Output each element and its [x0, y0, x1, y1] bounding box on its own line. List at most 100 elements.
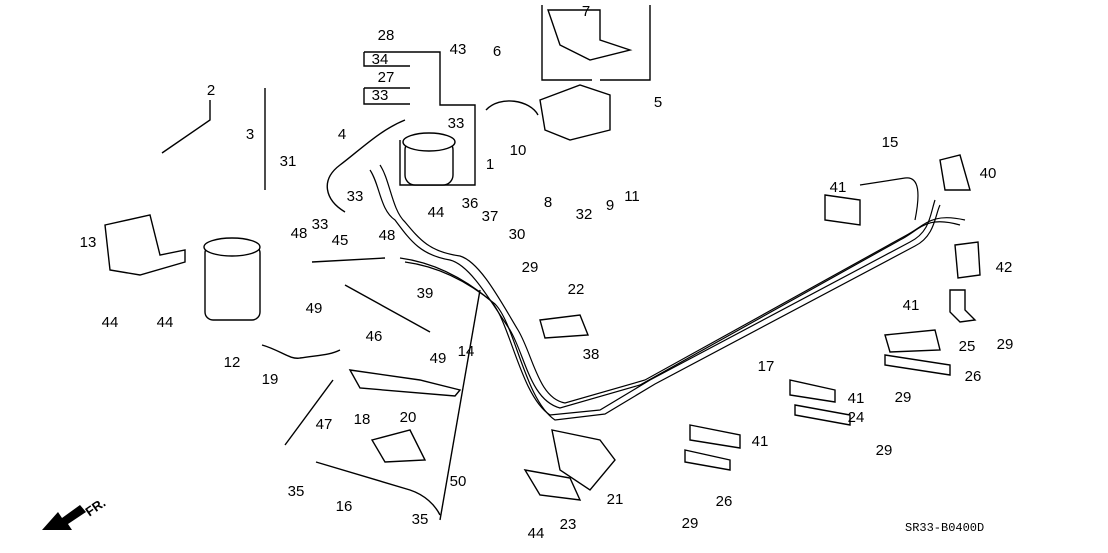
- clip-42: [954, 241, 981, 279]
- callout-37: 37: [482, 208, 499, 225]
- callout-25: 25: [959, 338, 976, 355]
- callout-29: 29: [522, 259, 539, 276]
- callout-48: 48: [379, 227, 396, 244]
- callout-26: 26: [716, 493, 733, 510]
- bracket-22: [539, 314, 590, 339]
- callout-19: 19: [262, 371, 279, 388]
- plate-26: [884, 354, 951, 376]
- callout-28: 28: [378, 27, 395, 44]
- clip-41d: [689, 424, 741, 449]
- bracket-5: [539, 84, 611, 141]
- callout-2: 2: [207, 82, 215, 99]
- callout-29: 29: [997, 336, 1014, 353]
- diagram-code: SR33-B0400D: [905, 521, 984, 535]
- callout-32: 32: [576, 206, 593, 223]
- bracket-18: [348, 369, 462, 397]
- bracket-lines: [541, 5, 651, 81]
- callout-3: 3: [246, 126, 254, 143]
- callout-46: 46: [366, 328, 383, 345]
- callout-20: 20: [400, 409, 417, 426]
- callout-43: 43: [450, 41, 467, 58]
- hose-19: [261, 344, 341, 359]
- leader-line: [439, 289, 481, 521]
- callout-44: 44: [428, 204, 445, 221]
- callout-45: 45: [332, 232, 349, 249]
- callout-38: 38: [583, 346, 600, 363]
- hose-46: [344, 284, 431, 333]
- callout-1: 1: [486, 156, 494, 173]
- front-arrow-icon: [42, 505, 86, 530]
- callout-35: 35: [412, 511, 429, 528]
- callout-24: 24: [848, 409, 865, 426]
- callout-48: 48: [291, 225, 308, 242]
- callout-15: 15: [882, 134, 899, 151]
- bracket-21: [551, 429, 616, 491]
- callout-44: 44: [102, 314, 119, 331]
- part-drawings: [42, 5, 981, 530]
- callout-33: 33: [372, 87, 389, 104]
- callout-9: 9: [606, 197, 614, 214]
- bracket-lines: [161, 88, 266, 190]
- callout-29: 29: [682, 515, 699, 532]
- callout-29: 29: [876, 442, 893, 459]
- callout-33: 33: [448, 115, 465, 132]
- callout-34: 34: [372, 51, 389, 68]
- callout-44: 44: [528, 525, 545, 542]
- callout-49: 49: [430, 350, 447, 367]
- callout-50: 50: [450, 473, 467, 490]
- front-label: FR.: [83, 495, 109, 519]
- callout-41: 41: [830, 179, 847, 196]
- callout-33: 33: [347, 188, 364, 205]
- hose-16: [315, 461, 441, 516]
- callout-21: 21: [607, 491, 624, 508]
- callout-6: 6: [493, 43, 501, 60]
- clip-41b: [884, 329, 941, 353]
- callout-30: 30: [509, 226, 526, 243]
- callout-18: 18: [354, 411, 371, 428]
- callout-47: 47: [316, 416, 333, 433]
- callout-27: 27: [378, 69, 395, 86]
- bracket-25: [949, 289, 977, 323]
- callout-33: 33: [312, 216, 329, 233]
- plate-26b: [684, 449, 731, 471]
- callout-40: 40: [980, 165, 997, 182]
- callout-23: 23: [560, 516, 577, 533]
- clip-41c: [789, 379, 836, 403]
- hose-4: [326, 119, 406, 213]
- callout-44: 44: [157, 314, 174, 331]
- callout-41: 41: [752, 433, 769, 450]
- bracket-20: [370, 429, 427, 463]
- callout-29: 29: [895, 389, 912, 406]
- bracket-23: [523, 469, 582, 501]
- clip-41: [824, 194, 861, 226]
- hose-47: [284, 379, 334, 446]
- callout-42: 42: [996, 259, 1013, 276]
- bracket-7: [547, 9, 633, 61]
- callout-22: 22: [568, 281, 585, 298]
- callout-7: 7: [582, 3, 590, 20]
- clip-40: [939, 154, 971, 191]
- callout-14: 14: [458, 343, 475, 360]
- hose-45: [311, 257, 386, 263]
- callout-17: 17: [758, 358, 775, 375]
- callout-31: 31: [280, 153, 297, 170]
- callout-26: 26: [965, 368, 982, 385]
- callout-11: 11: [624, 188, 640, 205]
- clamp-6: [485, 100, 539, 116]
- plate-24: [794, 404, 851, 426]
- callout-36: 36: [462, 195, 479, 212]
- callout-41: 41: [848, 390, 865, 407]
- bracket-lines: [363, 51, 476, 186]
- callout-4: 4: [338, 126, 346, 143]
- callout-8: 8: [544, 194, 552, 211]
- callout-10: 10: [510, 142, 527, 159]
- canister-top: [203, 237, 261, 257]
- callout-13: 13: [80, 234, 97, 251]
- callout-16: 16: [336, 498, 353, 515]
- callout-39: 39: [417, 285, 434, 302]
- canister-bracket: [104, 214, 186, 276]
- callout-49: 49: [306, 300, 323, 317]
